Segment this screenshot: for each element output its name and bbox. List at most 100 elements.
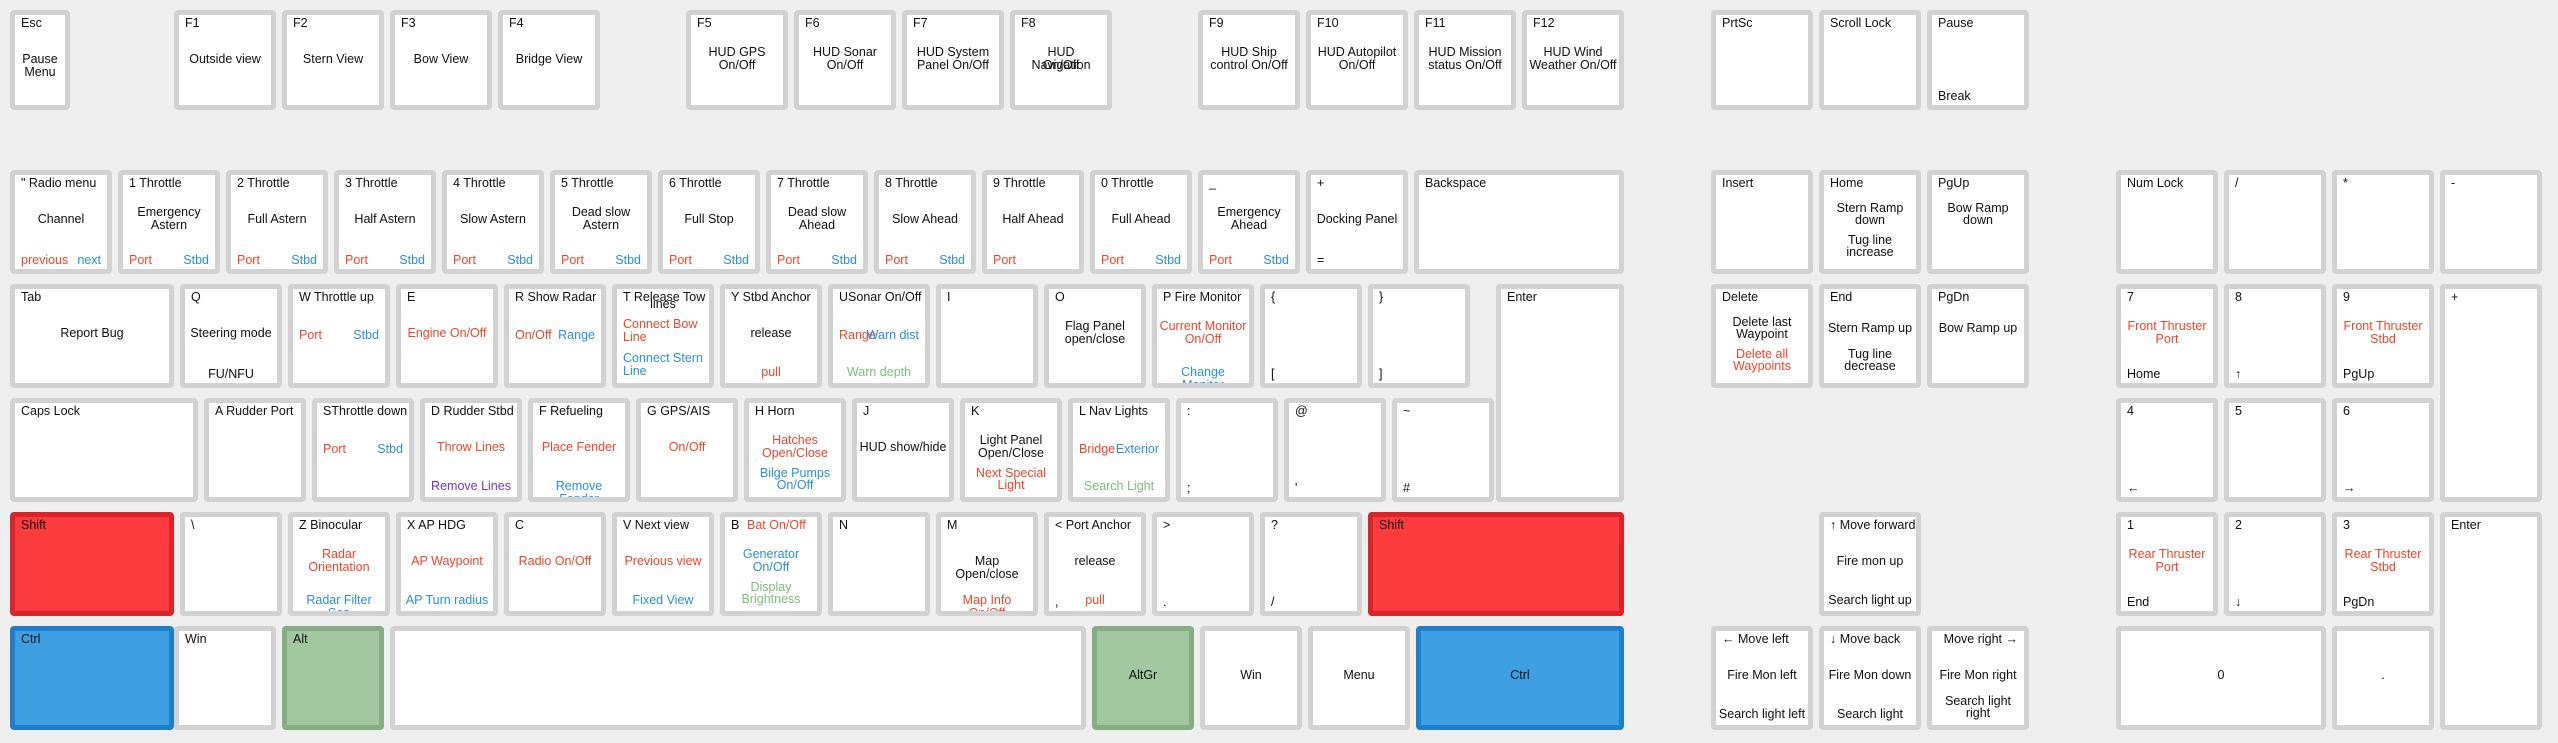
- key-semicolon[interactable]: :;: [1176, 398, 1278, 502]
- key-lwin[interactable]: Win: [174, 626, 276, 730]
- key-quote[interactable]: @': [1284, 398, 1386, 502]
- key-space[interactable]: [390, 626, 1086, 730]
- key-kp-slash[interactable]: /: [2224, 170, 2326, 274]
- key-capslock[interactable]: Caps Lock: [10, 398, 198, 502]
- key-lbracket[interactable]: {[: [1260, 284, 1362, 388]
- key-kp-minus[interactable]: -: [2440, 170, 2542, 274]
- key-altgr[interactable]: AltGr: [1092, 626, 1194, 730]
- key-kp4[interactable]: 4←: [2116, 398, 2218, 502]
- key-kp8[interactable]: 8↑: [2224, 284, 2326, 388]
- key-backspace[interactable]: Backspace: [1414, 170, 1624, 274]
- key-period[interactable]: >.: [1152, 512, 1254, 616]
- key-equals[interactable]: +Docking Panel=: [1306, 170, 1408, 274]
- key-lctrl[interactable]: Ctrl: [10, 626, 174, 730]
- key-kp6[interactable]: 6→: [2332, 398, 2434, 502]
- key-prtsc[interactable]: PrtSc: [1711, 10, 1813, 110]
- key-kp-enter[interactable]: Enter: [2440, 512, 2542, 730]
- key-backslash[interactable]: \: [180, 512, 282, 616]
- key-kp-plus[interactable]: +: [2440, 284, 2542, 502]
- key-scroll-lock[interactable]: Scroll Lock: [1819, 10, 1921, 110]
- key-numlock[interactable]: Num Lock: [2116, 170, 2218, 274]
- key-kp0[interactable]: 0: [2116, 626, 2326, 730]
- key-insert[interactable]: Insert: [1711, 170, 1813, 274]
- key-rshift[interactable]: Shift: [1368, 512, 1624, 616]
- key-i[interactable]: I: [936, 284, 1038, 388]
- key-kp-star[interactable]: *: [2332, 170, 2434, 274]
- key-enter[interactable]: Enter: [1496, 284, 1624, 502]
- key-rwin[interactable]: Win: [1200, 626, 1302, 730]
- key-a[interactable]: A Rudder Port: [204, 398, 306, 502]
- key-lalt[interactable]: Alt: [282, 626, 384, 730]
- key-rbracket[interactable]: }]: [1368, 284, 1470, 388]
- key-kp2[interactable]: 2↓: [2224, 512, 2326, 616]
- key-kp-dot[interactable]: .: [2332, 626, 2434, 730]
- key-lshift[interactable]: Shift: [10, 512, 174, 616]
- key-hash[interactable]: ~#: [1392, 398, 1494, 502]
- key-slash[interactable]: ?/: [1260, 512, 1362, 616]
- key-menu[interactable]: Menu: [1308, 626, 1410, 730]
- key-kp5[interactable]: 5: [2224, 398, 2326, 502]
